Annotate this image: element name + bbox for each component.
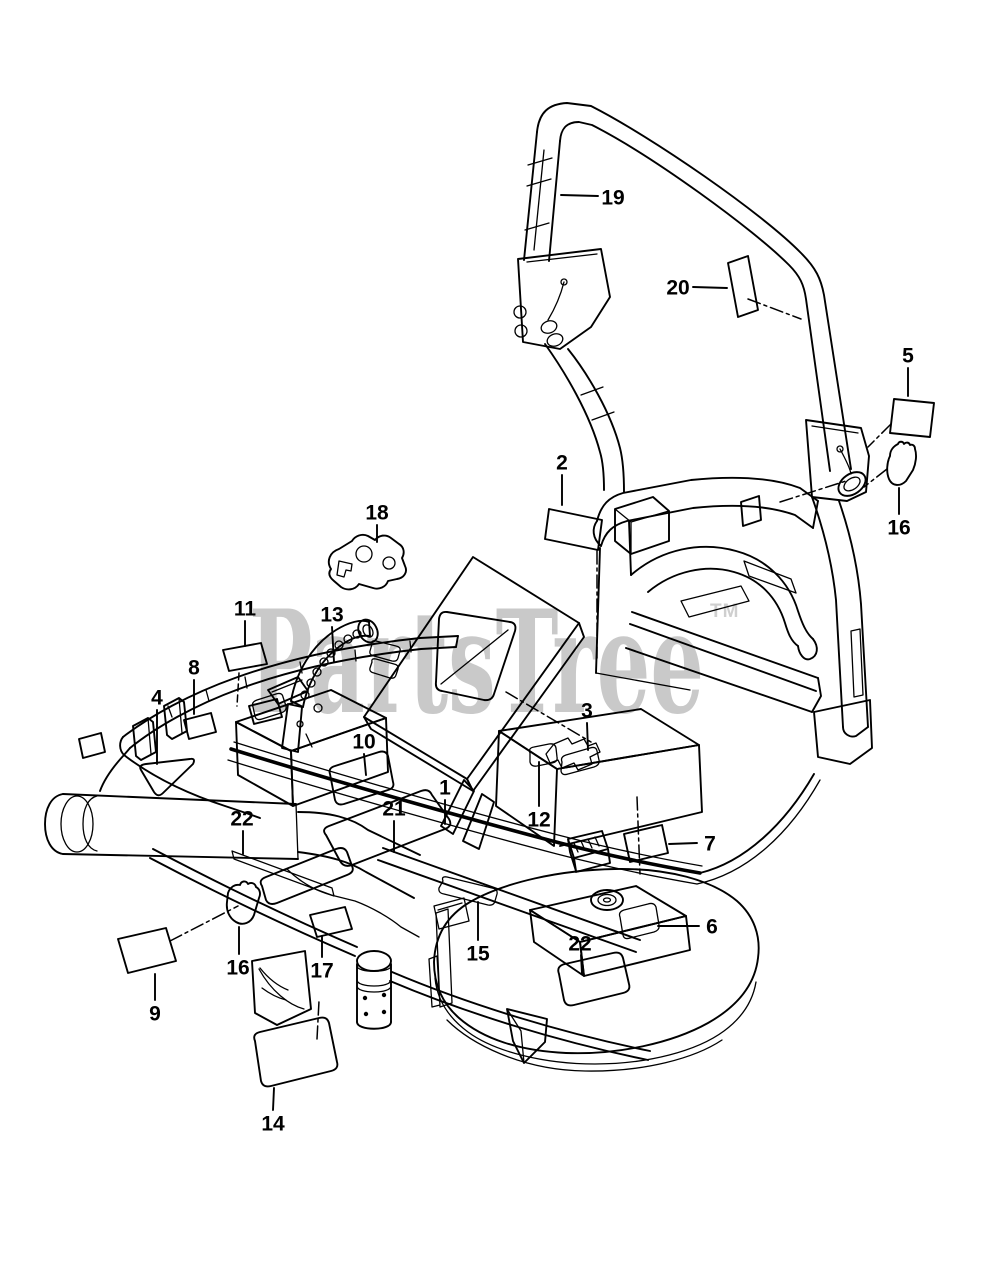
decal-console — [248, 698, 283, 725]
decal-5 — [889, 398, 935, 438]
decals — [117, 255, 935, 1088]
callout-label-6-17: 6 — [706, 916, 718, 939]
callout-label-14-23: 14 — [261, 1113, 285, 1136]
callout-label-13-7: 13 — [320, 604, 343, 627]
bumper-tube — [44, 793, 421, 899]
watermark-text: PartsTree — [249, 580, 704, 746]
mower-deck — [428, 830, 760, 1072]
floor-slot-10 — [328, 750, 395, 806]
callout-label-12-15: 12 — [527, 809, 550, 832]
decal-7 — [623, 824, 669, 863]
bracket-plate-18 — [327, 533, 407, 591]
callout-leader-3-10 — [586, 722, 589, 751]
decal-2 — [544, 508, 603, 551]
decal-17 — [309, 906, 353, 938]
decal-22-right — [557, 951, 631, 1007]
decal-12-slot — [528, 743, 558, 767]
callout-label-8-8: 8 — [188, 657, 200, 680]
callout-label-15-19: 15 — [466, 943, 490, 966]
decal-8 — [183, 712, 217, 740]
callout-leader-22-18 — [580, 954, 583, 975]
callout-label-22-14: 22 — [230, 808, 253, 831]
callout-label-9-22: 9 — [149, 1003, 161, 1026]
decal-6 — [618, 902, 660, 940]
decal-11 — [222, 642, 268, 672]
callout-label-20-1: 20 — [666, 277, 689, 300]
callout-label-11-6: 11 — [234, 598, 257, 621]
rear-fender — [592, 476, 822, 713]
seat-plate — [363, 556, 585, 850]
callout-label-16-4: 16 — [887, 517, 910, 540]
left-fender — [78, 635, 459, 819]
floor-slot-21 — [323, 789, 452, 867]
battery-box — [495, 708, 703, 847]
seat-latch-3 — [545, 737, 601, 771]
callout-leader-13-7 — [331, 626, 335, 663]
projection-lines — [169, 298, 892, 1040]
callouts-layer: 19 20 5 2 16 18 11 13 8 4 3 10 1 21 22 12 7 6 22 15 16 17 9 14 — [149, 187, 914, 1136]
callout-label-5-2: 5 — [902, 345, 914, 368]
watermark: PartsTree TM — [249, 580, 738, 746]
callout-label-19-0: 19 — [601, 187, 624, 210]
callout-label-4-9: 4 — [151, 687, 163, 710]
callout-label-21-13: 21 — [382, 798, 406, 821]
callout-leader-14-23 — [272, 1087, 275, 1111]
console-box — [235, 640, 401, 807]
callout-label-17-21: 17 — [310, 960, 333, 983]
callout-label-18-5: 18 — [365, 502, 389, 525]
callout-label-10-11: 10 — [352, 731, 375, 754]
callout-leader-20-1 — [692, 286, 728, 289]
callout-leader-7-16 — [668, 842, 698, 845]
rops-bar — [513, 102, 873, 765]
rail-slot-15 — [438, 876, 498, 906]
callout-label-3-10: 3 — [581, 700, 593, 723]
decal-14 — [253, 1016, 339, 1088]
callout-label-7-16: 7 — [704, 833, 716, 856]
plate-4 — [139, 757, 195, 797]
caster-sleeve — [356, 950, 392, 1030]
callout-label-22-18: 22 — [568, 933, 591, 956]
decal-9 — [117, 927, 177, 974]
callout-label-16-20: 16 — [226, 957, 249, 980]
callout-label-1-12: 1 — [439, 777, 451, 800]
callout-leader-19-0 — [560, 194, 599, 197]
floor-pan — [149, 741, 821, 1061]
decal-16-left — [225, 880, 261, 925]
callout-leader-10-11 — [363, 753, 367, 776]
callout-label-2-3: 2 — [556, 452, 568, 475]
decal-20 — [727, 255, 759, 318]
decal-16-right — [886, 440, 917, 486]
